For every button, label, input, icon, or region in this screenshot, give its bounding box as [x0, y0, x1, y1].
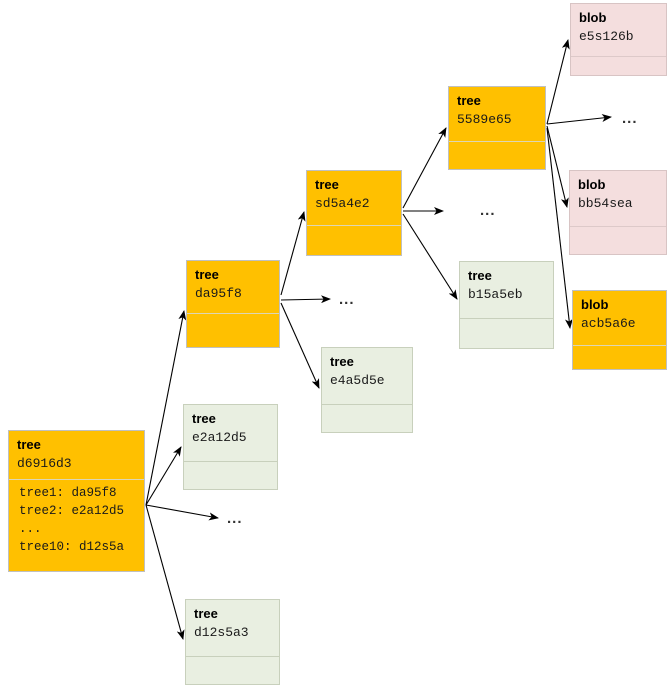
node-type-label: blob	[581, 297, 609, 312]
node-type-label: tree	[194, 606, 218, 621]
node-entries	[573, 346, 666, 369]
node-header: blob e5s126b	[571, 4, 666, 56]
ellipsis-marker-e-root: ...	[227, 510, 243, 527]
node-blob-bb54sea[interactable]: blob bb54sea	[569, 170, 667, 255]
node-divider	[573, 345, 666, 346]
node-tree-d12s5a3[interactable]: tree d12s5a3	[185, 599, 280, 685]
node-type-label: tree	[17, 437, 41, 452]
node-tree-e4a5d5e[interactable]: tree e4a5d5e	[321, 347, 413, 433]
node-tree-da95f8[interactable]: tree da95f8	[186, 260, 280, 348]
node-divider	[307, 225, 401, 226]
node-entries	[187, 314, 279, 347]
edge-5589e65-to-ellipsis	[546, 114, 612, 125]
node-blob-acb5a6e[interactable]: blob acb5a6e	[572, 290, 667, 370]
node-type-label: tree	[330, 354, 354, 369]
node-divider	[9, 479, 144, 480]
node-header: blob bb54sea	[570, 171, 666, 226]
node-type-label: tree	[457, 93, 481, 108]
node-type-label: tree	[315, 177, 339, 192]
node-hash-label: b15a5eb	[468, 287, 523, 302]
edge-da95f8-to-sd5a4e2	[280, 211, 306, 296]
edge-root-to-e2a12d5	[145, 446, 182, 506]
node-hash-label: e4a5d5e	[330, 373, 385, 388]
edge-da95f8-to-ellipsis	[280, 295, 331, 304]
node-header: blob acb5a6e	[573, 291, 666, 345]
node-header: tree d6916d3	[9, 431, 144, 479]
node-header: tree d12s5a3	[186, 600, 279, 656]
node-entries: tree1: da95f8 tree2: e2a12d5... tree10: d1…	[9, 480, 144, 571]
edge-sd5a4e2-to-b15a5eb	[402, 213, 458, 300]
node-hash-label: e5s126b	[579, 29, 634, 44]
ellipsis-marker-e-5589e65: ...	[622, 110, 638, 127]
node-hash-label: da95f8	[195, 286, 242, 301]
node-entries	[449, 142, 545, 169]
node-entries	[307, 226, 401, 255]
node-header: tree 5589e65	[449, 87, 545, 141]
node-entries	[460, 319, 553, 348]
node-divider	[449, 141, 545, 142]
node-entries	[570, 227, 666, 254]
node-entry: tree2: e2a12d5	[19, 504, 125, 518]
node-entry: tree10: d12s5a	[19, 540, 125, 554]
node-tree-5589e65[interactable]: tree 5589e65	[448, 86, 546, 170]
node-divider	[570, 226, 666, 227]
node-header: tree b15a5eb	[460, 262, 553, 318]
edge-5589e65-to-e5s126b	[546, 39, 570, 125]
node-entry: ...	[19, 522, 42, 536]
node-hash-label: bb54sea	[578, 196, 633, 211]
node-type-label: tree	[192, 411, 216, 426]
node-hash-label: e2a12d5	[192, 430, 247, 445]
edge-root-to-d12s5a3	[145, 504, 185, 640]
node-entries	[184, 462, 277, 489]
edge-5589e65-to-bb54sea	[546, 125, 569, 208]
node-tree-e2a12d5[interactable]: tree e2a12d5	[183, 404, 278, 490]
node-divider	[184, 461, 277, 462]
node-type-label: blob	[578, 177, 606, 192]
node-hash-label: d12s5a3	[194, 625, 249, 640]
node-entries	[186, 657, 279, 684]
ellipsis-marker-e-da95f8: ...	[339, 291, 355, 308]
edge-root-to-da95f8	[145, 310, 187, 506]
node-header: tree sd5a4e2	[307, 171, 401, 225]
node-header: tree da95f8	[187, 261, 279, 313]
node-tree-b15a5eb[interactable]: tree b15a5eb	[459, 261, 554, 349]
node-divider	[322, 404, 412, 405]
node-blob-e5s126b[interactable]: blob e5s126b	[570, 3, 667, 76]
node-type-label: tree	[195, 267, 219, 282]
node-divider	[571, 56, 666, 57]
node-hash-label: acb5a6e	[581, 316, 636, 331]
node-tree-d6916d3[interactable]: tree d6916d3 tree1: da95f8 tree2: e2a12d5..…	[8, 430, 145, 572]
node-hash-label: sd5a4e2	[315, 196, 370, 211]
node-header: tree e2a12d5	[184, 405, 277, 461]
node-type-label: tree	[468, 268, 492, 283]
node-type-label: blob	[579, 10, 607, 25]
node-entries	[571, 57, 666, 75]
node-tree-sd5a4e2[interactable]: tree sd5a4e2	[306, 170, 402, 256]
node-hash-label: d6916d3	[17, 456, 72, 471]
edge-root-to-ellipsis	[145, 504, 219, 521]
edge-da95f8-to-e4a5d5e	[280, 302, 320, 389]
node-entry: tree1: da95f8	[19, 486, 117, 500]
node-entries	[322, 405, 412, 432]
node-divider	[187, 313, 279, 314]
ellipsis-marker-e-sd5a4e2: ...	[480, 202, 496, 219]
node-hash-label: 5589e65	[457, 112, 512, 127]
node-header: tree e4a5d5e	[322, 348, 412, 404]
node-divider	[186, 656, 279, 657]
node-divider	[460, 318, 553, 319]
edge-sd5a4e2-to-5589e65	[402, 127, 447, 209]
